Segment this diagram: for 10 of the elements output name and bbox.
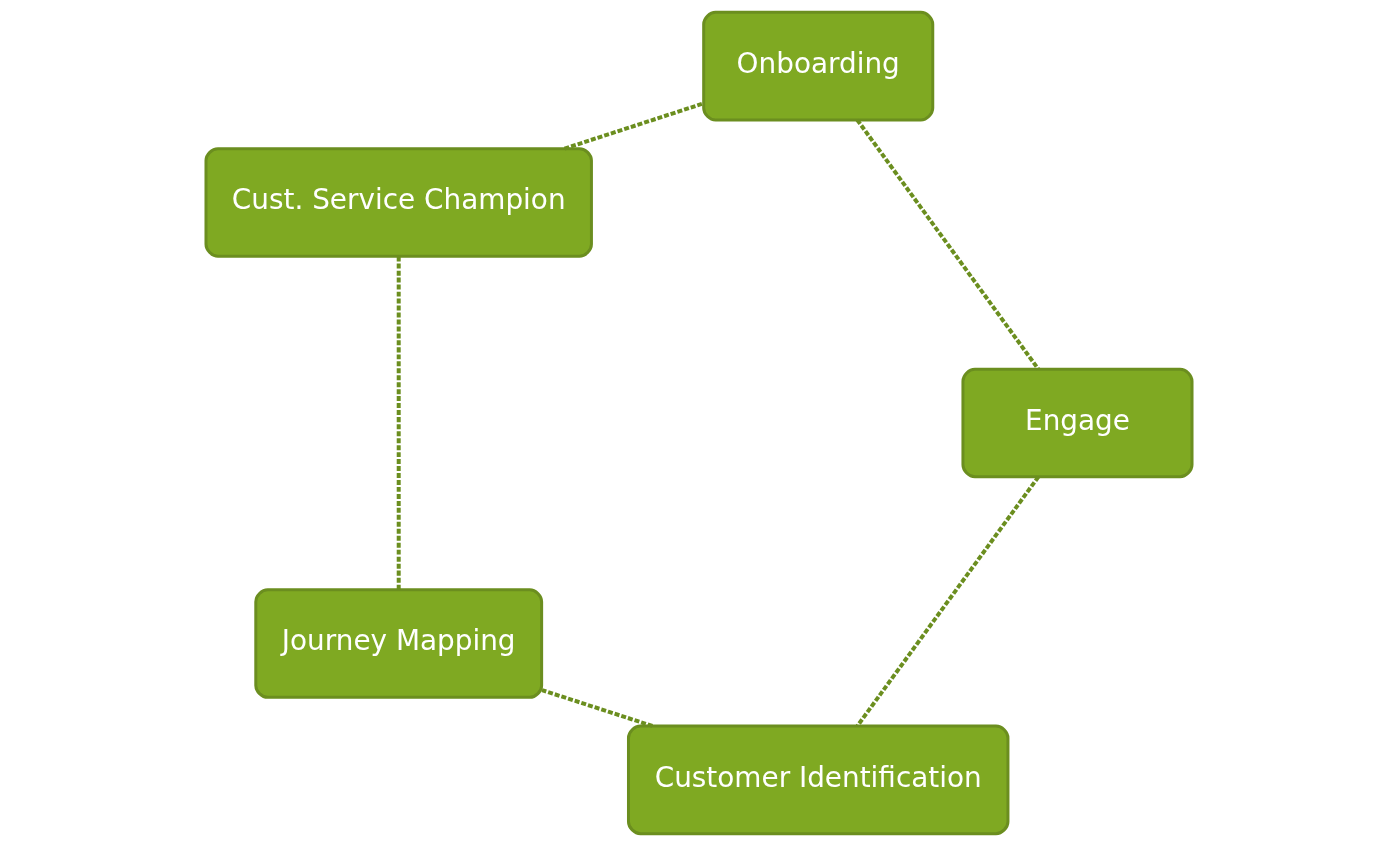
connector xyxy=(855,475,1040,728)
node-box: Cust. Service Champion xyxy=(204,147,593,258)
node-box: Onboarding xyxy=(702,10,935,122)
node-box: Journey Mapping xyxy=(254,588,544,699)
connector xyxy=(563,101,705,151)
node-box: Engage xyxy=(961,367,1194,479)
connector xyxy=(855,118,1040,371)
connector xyxy=(396,256,401,590)
connector xyxy=(541,688,654,728)
node-box: Customer Identification xyxy=(627,724,1010,836)
